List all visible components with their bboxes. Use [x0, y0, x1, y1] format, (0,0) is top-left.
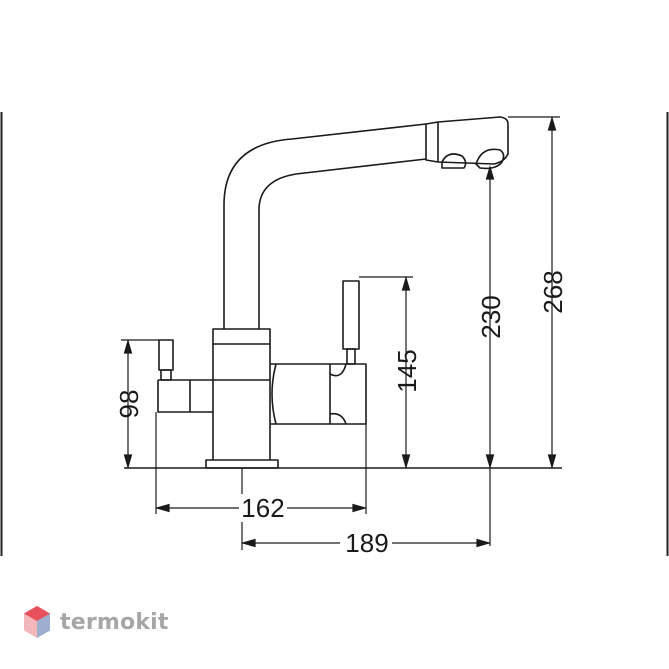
hexagon-logo-icon: [24, 606, 50, 638]
dim-230-arrow-bottom: [485, 454, 495, 470]
dim-162-arrow-right: [352, 503, 368, 513]
faucet-outline: [124, 116, 562, 469]
body-lower: [212, 344, 271, 460]
dim-label-189: 189: [345, 528, 388, 558]
label-bg-189: [340, 529, 392, 557]
dim-230-arrow-top: [485, 164, 495, 180]
dim-189-arrow-left: [240, 538, 256, 548]
dim-label-268: 268: [538, 270, 568, 313]
dim-189-arrow-right: [476, 538, 492, 548]
side-handle: [158, 339, 174, 371]
dim-162-arrow-left: [154, 503, 170, 513]
spout-tube: [223, 123, 427, 329]
lever-stem: [346, 348, 356, 365]
lever-handle: [342, 280, 360, 350]
dim-label-230: 230: [476, 295, 506, 338]
right-body: [270, 363, 367, 425]
aerator-nozzles: [441, 148, 505, 170]
collar: [212, 328, 271, 345]
dim-145-arrow-top: [401, 275, 411, 291]
dim-label-98: 98: [114, 390, 144, 419]
base-plate: [205, 459, 279, 469]
dimension-labels: 268 230 145 98 162 189: [114, 270, 568, 558]
label-bg-162: [239, 494, 287, 522]
side-body: [157, 379, 213, 413]
brand-logo: termokit: [22, 604, 169, 640]
dim-268-arrow-top: [547, 115, 557, 131]
dim-98-arrow-top: [123, 338, 133, 354]
dim-label-162: 162: [241, 493, 284, 523]
dim-145-arrow-bottom: [401, 454, 411, 470]
dim-268-arrow-bottom: [547, 454, 557, 470]
side-handle-stem: [160, 369, 172, 381]
dim-label-145: 145: [392, 349, 422, 392]
dimension-lines: [121, 115, 560, 550]
aerator-head: [425, 116, 509, 165]
dim-98-arrow-bottom: [123, 454, 133, 470]
brand-name: termokit: [60, 609, 169, 635]
